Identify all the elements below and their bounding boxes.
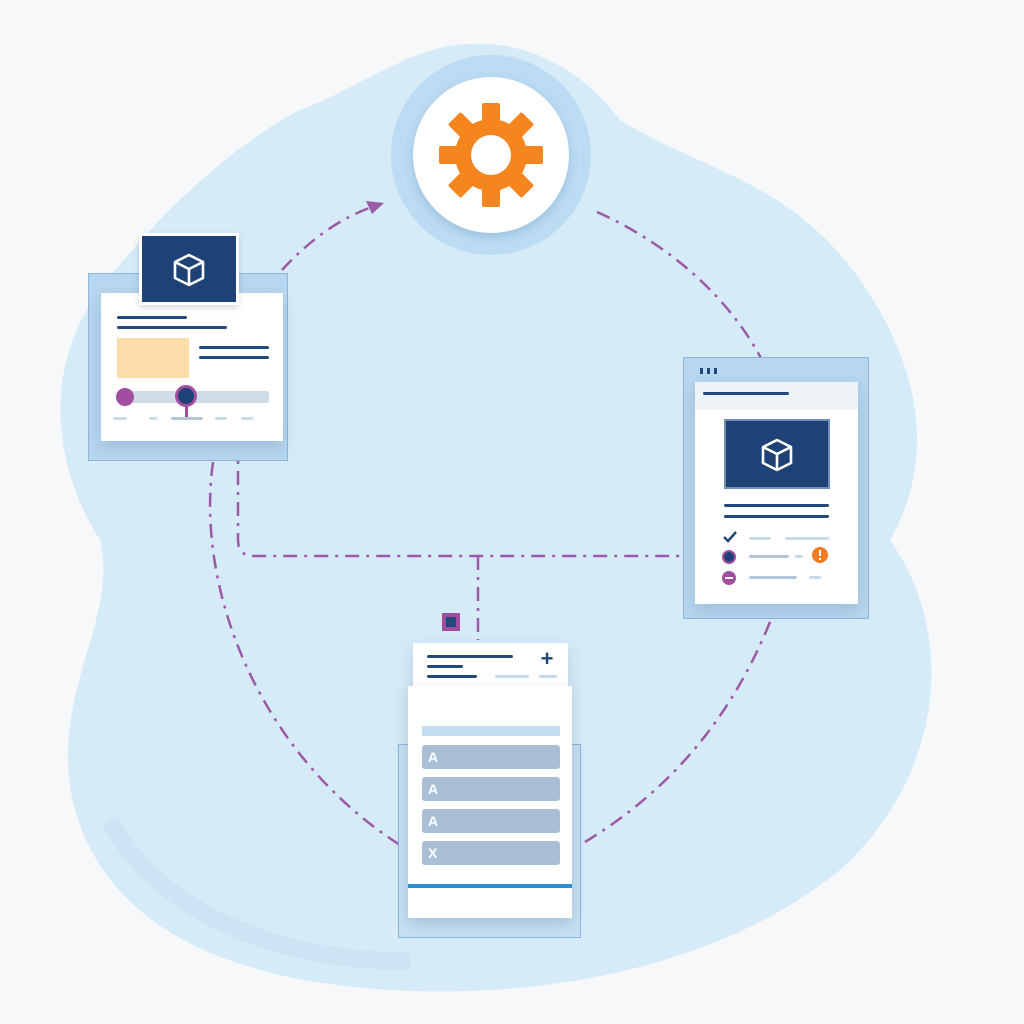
- card-line: [749, 537, 771, 540]
- warning-icon[interactable]: [811, 546, 829, 564]
- card-line: [703, 392, 789, 395]
- cube-icon: [761, 438, 793, 472]
- left-card-header-badge: [139, 233, 239, 305]
- list-row[interactable]: X: [422, 841, 560, 865]
- right-detail-card[interactable]: [695, 382, 858, 604]
- card-line: [809, 576, 821, 579]
- card-line: [113, 417, 127, 420]
- connector-top-left: [281, 205, 373, 271]
- card-line: [117, 326, 227, 329]
- slider-handle-end[interactable]: [175, 385, 197, 407]
- slider-handle-start[interactable]: [116, 388, 134, 406]
- card-line: [785, 537, 829, 540]
- right-card-hero: [724, 419, 830, 489]
- connector-top-right: [596, 210, 764, 361]
- cube-icon: [173, 253, 205, 287]
- card-line: [749, 576, 797, 579]
- gear-icon: [439, 103, 543, 207]
- add-button[interactable]: +: [540, 646, 554, 671]
- gear-node[interactable]: [391, 55, 591, 255]
- status-dot: [722, 550, 736, 564]
- card-line: [199, 346, 269, 349]
- card-line: [427, 655, 513, 658]
- list-row[interactable]: A: [422, 745, 560, 769]
- card-line: [215, 417, 227, 420]
- card-line: [495, 675, 529, 678]
- card-line: [171, 417, 203, 420]
- right-card-header: [695, 382, 858, 410]
- card-line: [749, 555, 789, 558]
- left-form-card[interactable]: [101, 293, 283, 441]
- list-row[interactable]: A: [422, 809, 560, 833]
- card-line: [199, 356, 269, 359]
- connector-node: [442, 613, 460, 631]
- image-placeholder: [117, 338, 189, 378]
- list-footer-accent: [408, 884, 572, 888]
- list-header-bar: [422, 726, 560, 736]
- card-line: [539, 675, 557, 678]
- gear-node-disc: [413, 77, 569, 233]
- card-line: [241, 417, 253, 420]
- list-panel-header-card: +: [413, 643, 568, 691]
- status-dot-mark: [725, 577, 733, 579]
- check-icon: [723, 531, 737, 543]
- connector-middle: [236, 440, 722, 558]
- card-line: [795, 555, 803, 558]
- right-card-window-dots: [700, 366, 724, 374]
- card-line: [149, 417, 157, 420]
- card-line: [724, 515, 829, 518]
- connector-arrowhead: [366, 201, 384, 214]
- blob-shading: [101, 815, 411, 970]
- card-line: [724, 504, 829, 507]
- card-line: [427, 675, 477, 678]
- slider-stem: [185, 405, 188, 417]
- card-line: [427, 665, 463, 668]
- list-panel-card[interactable]: [408, 686, 572, 918]
- card-line: [117, 316, 187, 319]
- connector-lines: [208, 205, 772, 852]
- connector-right-arc: [584, 621, 772, 844]
- list-row[interactable]: A: [422, 777, 560, 801]
